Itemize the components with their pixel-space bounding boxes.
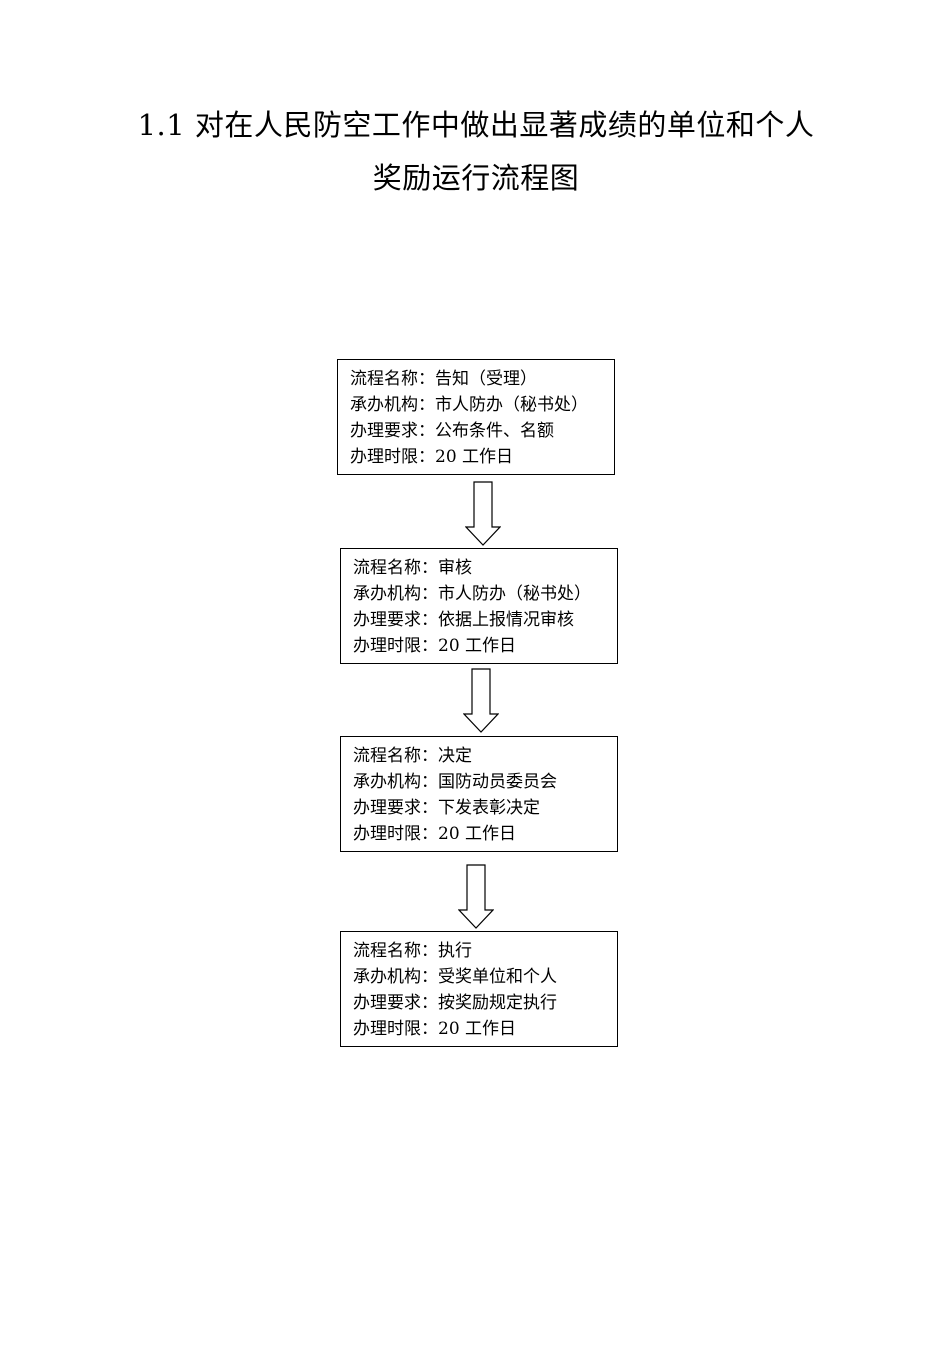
step-2-requirement-row: 办理要求：依据上报情况审核	[353, 607, 617, 633]
time-limit-label: 办理时限：	[353, 824, 438, 844]
time-limit-label: 办理时限：	[353, 1019, 438, 1039]
flow-step-2: 流程名称：审核 承办机构：市人防办（秘书处） 办理要求：依据上报情况审核 办理时…	[340, 548, 618, 664]
step-1-org-row: 承办机构：市人防办（秘书处）	[350, 392, 614, 418]
flow-step-3: 流程名称：决定 承办机构：国防动员委员会 办理要求：下发表彰决定 办理时限：20…	[340, 736, 618, 852]
time-limit-label: 办理时限：	[353, 636, 438, 656]
org-label: 承办机构：	[353, 584, 438, 604]
step-3-requirement-value: 下发表彰决定	[438, 798, 540, 818]
step-1-requirement-row: 办理要求：公布条件、名额	[350, 418, 614, 444]
flow-step-4: 流程名称：执行 承办机构：受奖单位和个人 办理要求：按奖励规定执行 办理时限：2…	[340, 931, 618, 1047]
requirement-label: 办理要求：	[353, 798, 438, 818]
step-2-name-row: 流程名称：审核	[353, 555, 617, 581]
step-2-org-row: 承办机构：市人防办（秘书处）	[353, 581, 617, 607]
step-2-time-row: 办理时限：20 工作日	[353, 633, 617, 659]
requirement-label: 办理要求：	[353, 610, 438, 630]
name-label: 流程名称：	[353, 941, 438, 961]
time-limit-label: 办理时限：	[350, 447, 435, 467]
org-label: 承办机构：	[353, 772, 438, 792]
step-4-requirement-value: 按奖励规定执行	[438, 993, 557, 1013]
step-4-name-row: 流程名称：执行	[353, 938, 617, 964]
name-label: 流程名称：	[353, 746, 438, 766]
page-title-line-1: 1.1 对在人民防空工作中做出显著成绩的单位和个人	[137, 108, 815, 142]
step-1-time-value: 20 工作日	[435, 447, 514, 467]
step-2-time-value: 20 工作日	[438, 636, 517, 656]
requirement-label: 办理要求：	[350, 421, 435, 441]
step-2-org-value: 市人防办（秘书处）	[438, 584, 591, 604]
step-1-requirement-value: 公布条件、名额	[435, 421, 554, 441]
down-arrow-icon	[458, 864, 494, 929]
step-2-name-value: 审核	[438, 558, 472, 578]
step-1-name-row: 流程名称：告知（受理）	[350, 366, 614, 392]
step-3-requirement-row: 办理要求：下发表彰决定	[353, 795, 617, 821]
step-4-org-value: 受奖单位和个人	[438, 967, 557, 987]
step-4-requirement-row: 办理要求：按奖励规定执行	[353, 990, 617, 1016]
step-4-name-value: 执行	[438, 941, 472, 961]
name-label: 流程名称：	[350, 369, 435, 389]
step-3-time-value: 20 工作日	[438, 824, 517, 844]
step-3-org-row: 承办机构：国防动员委员会	[353, 769, 617, 795]
step-4-time-row: 办理时限：20 工作日	[353, 1016, 617, 1042]
org-label: 承办机构：	[353, 967, 438, 987]
step-2-requirement-value: 依据上报情况审核	[438, 610, 574, 630]
step-3-name-value: 决定	[438, 746, 472, 766]
requirement-label: 办理要求：	[353, 993, 438, 1013]
step-3-name-row: 流程名称：决定	[353, 743, 617, 769]
down-arrow-icon	[465, 481, 501, 546]
step-3-org-value: 国防动员委员会	[438, 772, 557, 792]
step-4-time-value: 20 工作日	[438, 1019, 517, 1039]
step-1-org-value: 市人防办（秘书处）	[435, 395, 588, 415]
step-1-time-row: 办理时限：20 工作日	[350, 444, 614, 470]
step-4-org-row: 承办机构：受奖单位和个人	[353, 964, 617, 990]
step-1-name-value: 告知（受理）	[435, 369, 537, 389]
step-3-time-row: 办理时限：20 工作日	[353, 821, 617, 847]
flow-step-1: 流程名称：告知（受理） 承办机构：市人防办（秘书处） 办理要求：公布条件、名额 …	[337, 359, 615, 475]
page-title-line-2: 奖励运行流程图	[372, 161, 580, 195]
down-arrow-icon	[463, 668, 499, 733]
org-label: 承办机构：	[350, 395, 435, 415]
name-label: 流程名称：	[353, 558, 438, 578]
